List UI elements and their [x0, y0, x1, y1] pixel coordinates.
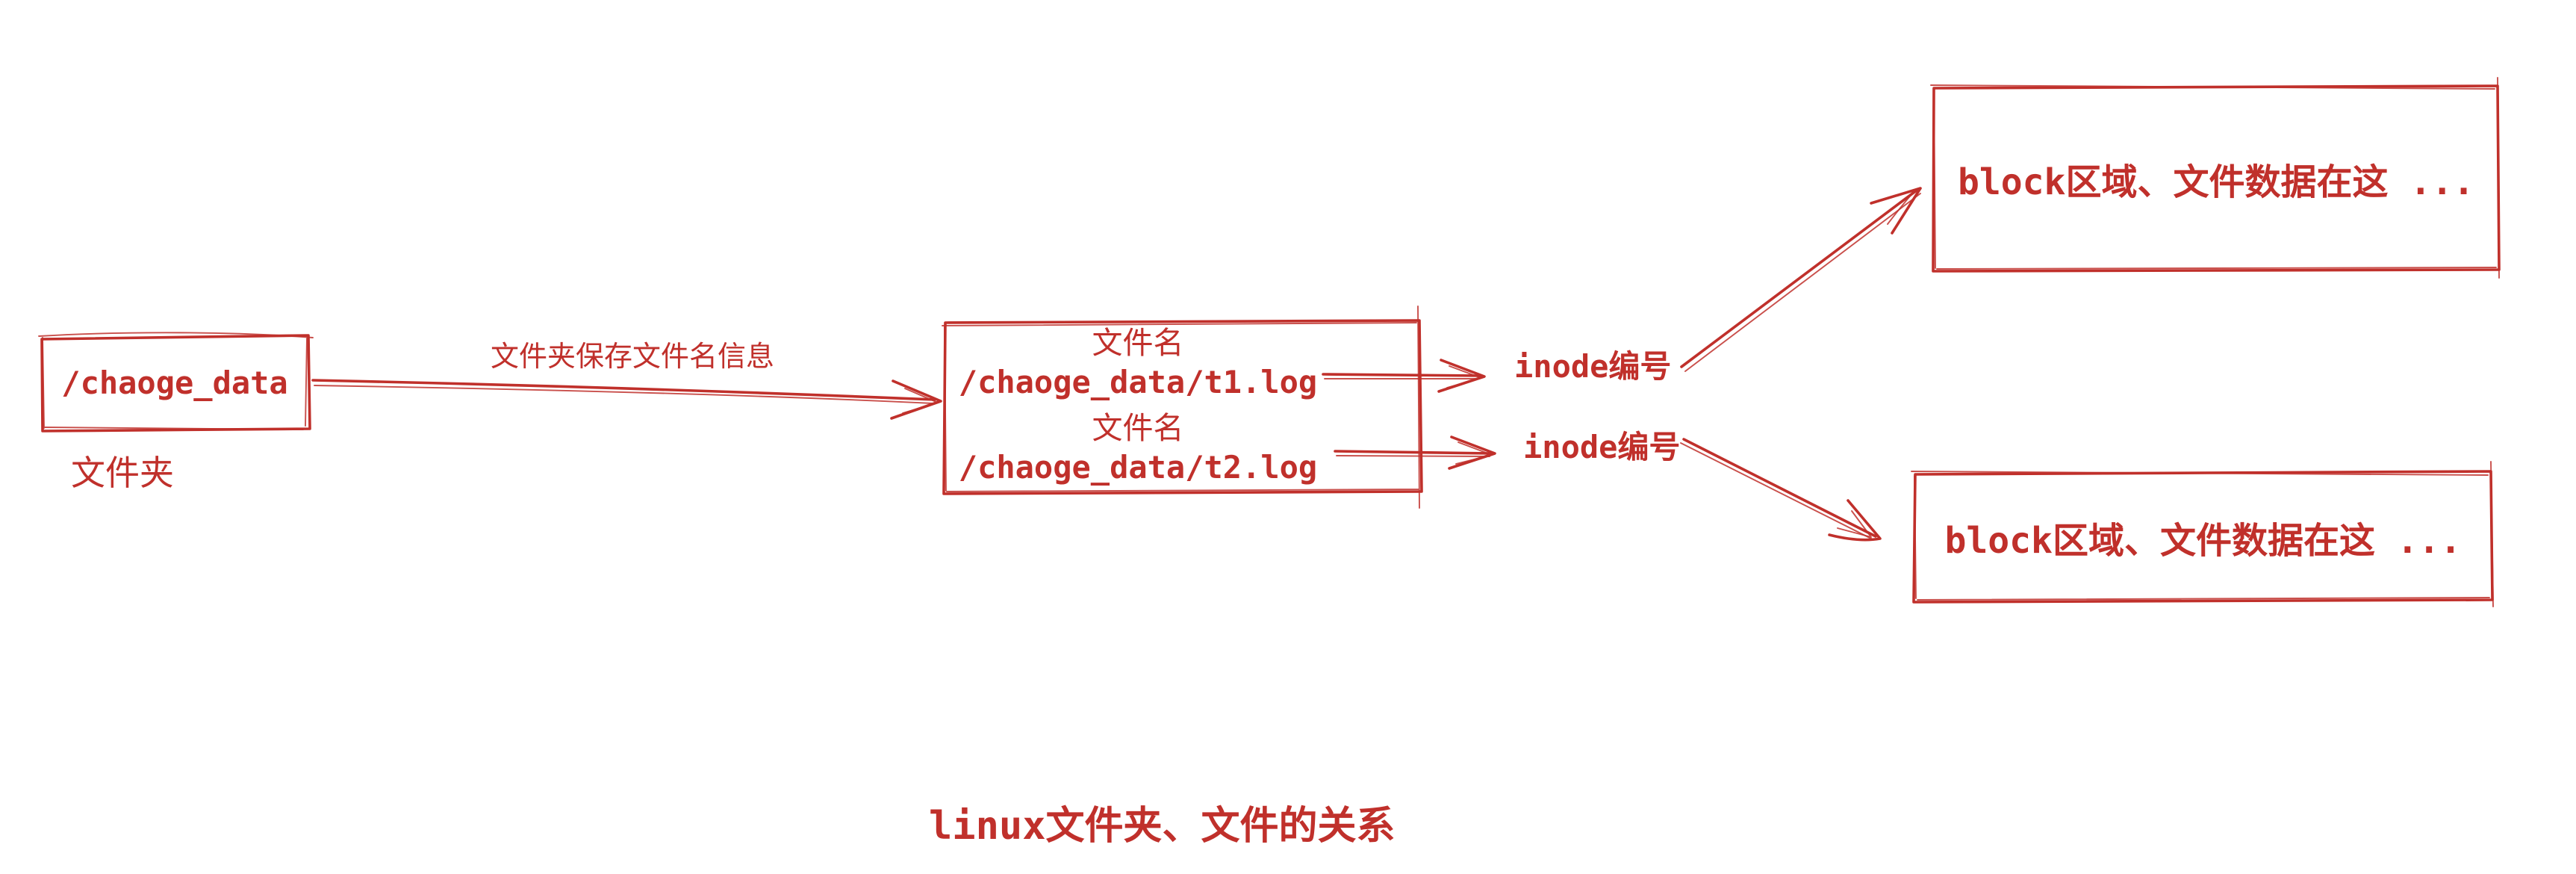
arrow-inode1-to-block1: [1680, 187, 1922, 372]
arrowhead: [1448, 436, 1496, 470]
arrow-t1-to-inode1: [1322, 359, 1486, 393]
arrowhead-echo: [902, 388, 939, 414]
block-label-1: block区域、文件数据在这 ...: [1957, 161, 2475, 203]
arrowhead: [890, 379, 942, 420]
arrowhead-echo: [1446, 365, 1482, 388]
file-entry-path: /chaoge_data/t2.log: [958, 449, 1318, 486]
block-box-outline-echo: [1911, 461, 2494, 607]
arrowhead: [1870, 187, 1922, 235]
folder-caption: 文件夹: [71, 453, 174, 493]
arrow-line: [1680, 188, 1919, 368]
arrow-t2-to-inode2: [1334, 436, 1496, 470]
arrowhead-echo: [1455, 441, 1493, 465]
file-entry-header: 文件名: [1092, 410, 1184, 446]
arrowhead-echo: [1887, 192, 1914, 225]
arrow-line: [311, 379, 936, 401]
arrow-line-echo: [1680, 442, 1873, 540]
arrow-line: [1334, 450, 1493, 455]
folder-box-label: /chaoge_data: [61, 365, 288, 401]
arrow-line-echo: [1684, 193, 1921, 372]
block-label-2: block区域、文件数据在这 ...: [1944, 519, 2462, 562]
block-box-1: [1930, 77, 2501, 279]
directory-box-outline: [942, 319, 1423, 495]
file-entry-path: /chaoge_data/t1.log: [958, 364, 1318, 400]
dir-arrow-label: 文件夹保存文件名信息: [490, 340, 774, 373]
directory-entries: 文件名 /chaoge_data/t1.log 文件名 /chaoge_data…: [944, 324, 1332, 489]
diagram-title: linux文件夹、文件的关系: [929, 804, 1396, 849]
folder-box: [38, 332, 314, 433]
arrow-line-echo: [314, 385, 934, 404]
block-box-2: [1911, 461, 2494, 607]
file-entry-header: 文件名: [1092, 325, 1184, 361]
arrow-folder-to-directory: [311, 379, 942, 420]
directory-box-outline-echo: [942, 306, 1420, 509]
block-box-outline-echo: [1930, 77, 2500, 279]
directory-box: [942, 306, 1423, 509]
arrow-line: [1322, 373, 1483, 377]
folder-box-outline-echo: [38, 332, 314, 430]
arrow-inode2-to-block2: [1680, 438, 1882, 542]
arrow-line: [1682, 438, 1877, 538]
arrowhead-echo: [1837, 510, 1872, 538]
inode-label-1: inode编号: [1514, 348, 1672, 385]
arrowhead: [1828, 499, 1882, 542]
folder-box-outline: [40, 334, 311, 433]
inode-label-2: inode编号: [1523, 429, 1681, 465]
